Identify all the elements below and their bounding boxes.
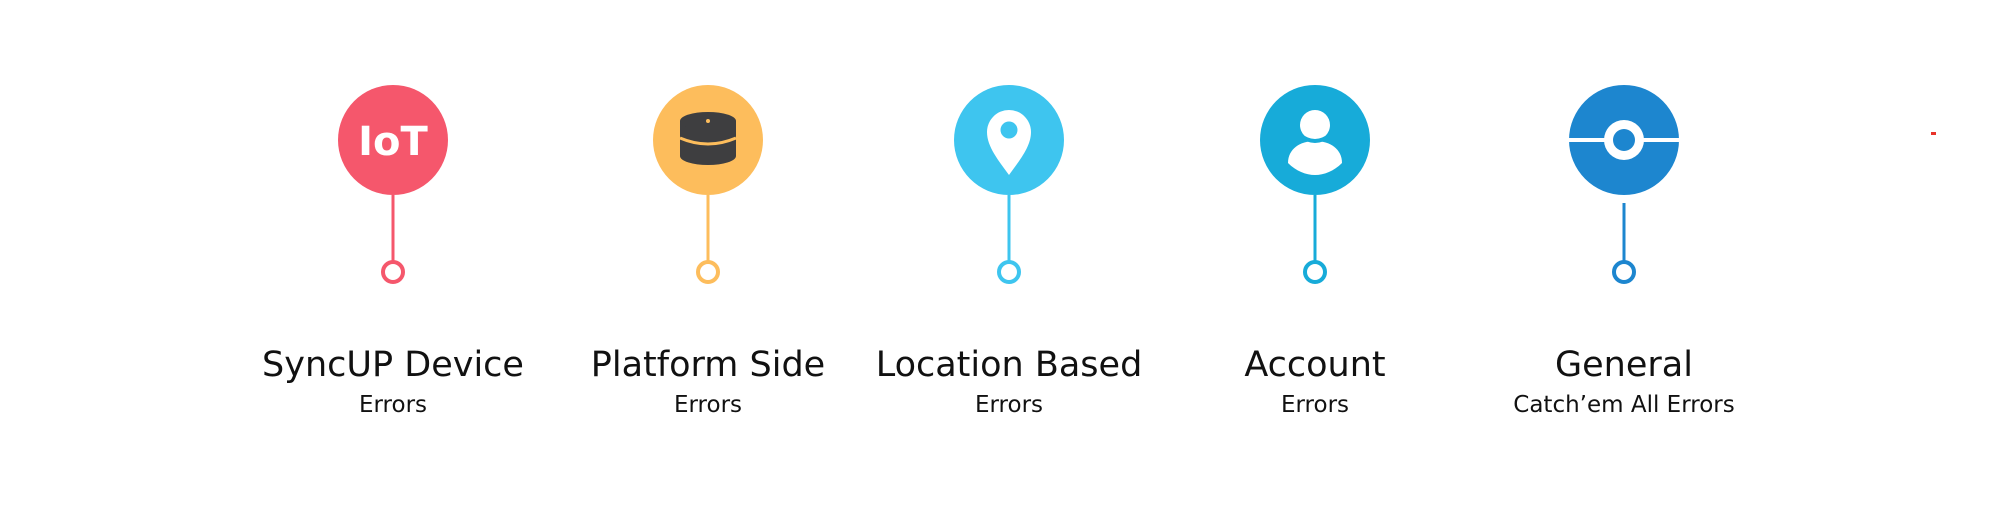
category-account: Account Errors (1165, 0, 1465, 519)
platform-pin-graphic (653, 85, 763, 284)
syncup-connector-node (381, 260, 405, 284)
general-connector-node (1612, 260, 1636, 284)
general-subtitle: Catch’em All Errors (1513, 392, 1735, 418)
category-location-based: Location Based Errors (859, 0, 1159, 519)
platform-connector-node (696, 260, 720, 284)
syncup-pin-graphic: IoT (338, 85, 448, 284)
stray-red-mark (1931, 132, 1936, 135)
iot-icon: IoT (358, 119, 428, 165)
platform-subtitle: Errors (673, 392, 743, 418)
general-pin-graphic (1569, 85, 1679, 284)
category-platform-side: Platform Side Errors (558, 0, 858, 519)
category-general: General Catch’em All Errors (1474, 0, 1774, 519)
account-pin-graphic (1260, 85, 1370, 284)
location-title: Location Based (875, 345, 1143, 385)
location-pin-graphic (954, 85, 1064, 284)
location-subtitle: Errors (974, 392, 1044, 418)
map-pin-icon (987, 110, 1031, 175)
category-syncup-device: IoT SyncUP Device Errors (243, 0, 543, 519)
account-connector-node (1303, 260, 1327, 284)
general-title: General (1555, 345, 1693, 385)
pokeball-icon (1569, 85, 1679, 195)
location-connector-node (997, 260, 1021, 284)
account-subtitle: Errors (1280, 392, 1350, 418)
database-icon (679, 112, 737, 165)
platform-title: Platform Side (590, 345, 826, 385)
user-icon (1288, 110, 1342, 175)
syncup-title: SyncUP Device (262, 345, 524, 385)
account-title: Account (1244, 345, 1386, 385)
syncup-circle (338, 85, 448, 195)
syncup-subtitle: Errors (358, 392, 428, 418)
